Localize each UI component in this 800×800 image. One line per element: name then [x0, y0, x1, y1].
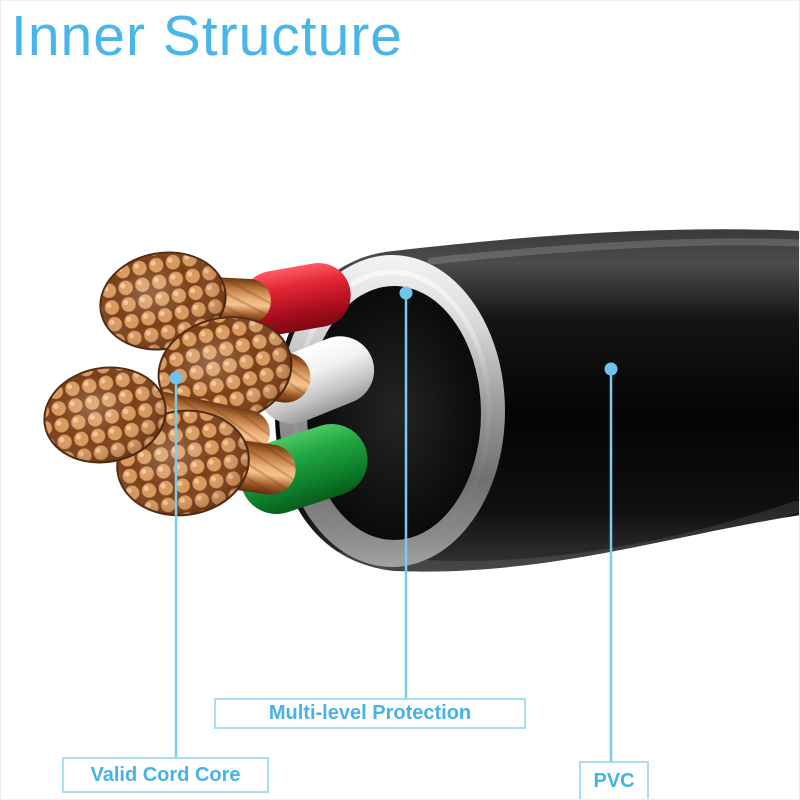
- cable-interior: [307, 286, 481, 540]
- jacket-top-gloss: [427, 238, 799, 265]
- callout-lines: [174, 293, 613, 763]
- callout-dot-pvc: [604, 362, 618, 376]
- callout-dots: [169, 286, 618, 385]
- label-multi-level-protection: Multi-level Protection: [214, 698, 526, 729]
- label-valid-cord-core: Valid Cord Core: [62, 757, 269, 793]
- white-wire: [157, 316, 375, 424]
- image-title: Inner Structure: [11, 4, 404, 68]
- label-pvc: PVC: [579, 761, 649, 799]
- red-wire: [99, 251, 351, 351]
- white-wire-strand-bundle: [157, 316, 293, 424]
- callout-dot-valid-cord-core: [169, 371, 183, 385]
- callout-dot-multi-level-protection: [399, 286, 413, 300]
- red-insulation: [241, 263, 351, 335]
- bare-copper-strand-bundle: [43, 366, 167, 464]
